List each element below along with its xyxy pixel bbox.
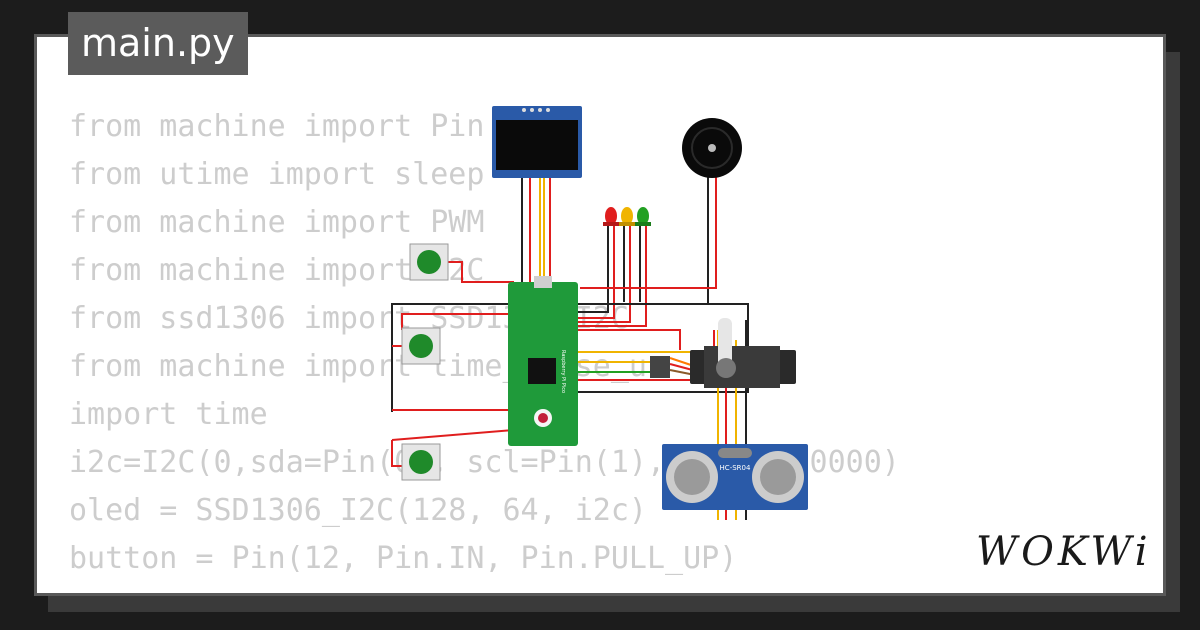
preview-card: from machine import Pin from utime import… (34, 34, 1166, 596)
code-line: from machine import PWM (69, 205, 485, 240)
code-listing: from machine import Pin from utime import… (69, 103, 900, 593)
led-green[interactable] (635, 207, 651, 226)
pushbutton[interactable] (401, 443, 441, 481)
led-yellow[interactable] (619, 207, 635, 226)
code-line: oled = SSD1306_I2C(128, 64, i2c) (69, 493, 647, 528)
code-line: button = Pin(12, Pin.IN, Pin.PULL_UP) (69, 541, 738, 576)
wokwi-logo: WOKWi (976, 529, 1152, 575)
pico-label: Raspberry Pi Pico (560, 350, 566, 393)
servo-motor[interactable] (650, 318, 796, 388)
code-line: import time (69, 397, 268, 432)
file-tab[interactable]: main.py (68, 12, 248, 75)
code-line: led_green = Pin(2, Pin.OUT) (69, 583, 900, 593)
oled-display[interactable] (492, 106, 582, 178)
pushbutton[interactable] (401, 327, 441, 365)
pushbutton[interactable] (409, 243, 449, 281)
code-line: from machine import Pin (69, 109, 485, 144)
buzzer[interactable] (682, 118, 742, 178)
sensor-label: HC-SR04 (720, 464, 751, 472)
ultrasonic-sensor[interactable] (662, 444, 808, 510)
code-line: from utime import sleep (69, 157, 485, 192)
led-red[interactable] (603, 207, 619, 226)
code-line: from machine import I2C (69, 253, 485, 288)
pico-board[interactable] (508, 276, 578, 446)
